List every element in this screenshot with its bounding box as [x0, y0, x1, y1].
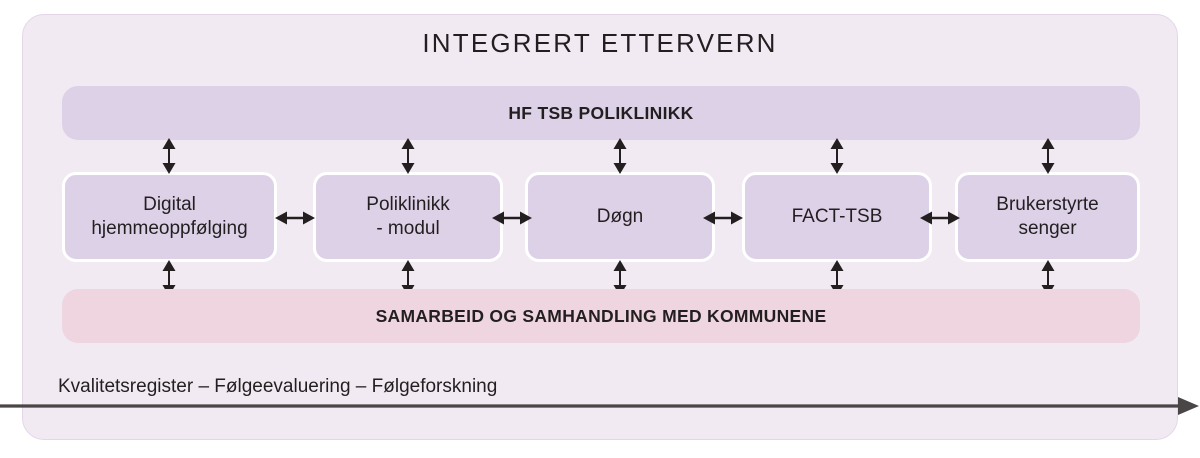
box-label-line2: - modul	[376, 218, 440, 239]
box-label-line1: Poliklinikk	[366, 194, 450, 216]
box-label: Døgn	[597, 205, 643, 229]
box-label: FACT-TSB	[792, 205, 883, 229]
box-label-line1: FACT-TSB	[791, 206, 883, 228]
box-label-line2: senger	[1018, 218, 1077, 239]
box-dogn[interactable]: Døgn	[525, 172, 715, 262]
double-arrow-vertical-icon	[1041, 138, 1055, 174]
double-arrow-vertical-icon	[401, 138, 415, 174]
double-arrow-horizontal-icon	[920, 211, 960, 225]
double-arrow-horizontal-icon	[703, 211, 743, 225]
band-bottom-label: SAMARBEID OG SAMHANDLING MED KOMMUNENE	[375, 305, 827, 326]
box-digital-hjemmeoppfolging[interactable]: Digital hjemmeoppfølging	[62, 172, 277, 262]
double-arrow-horizontal-icon	[275, 211, 315, 225]
box-label-line2: hjemmeoppfølging	[91, 218, 248, 239]
box-label: Poliklinikk - modul	[366, 193, 449, 241]
box-poliklinikk-modul[interactable]: Poliklinikk - modul	[313, 172, 503, 262]
box-label: Brukerstyrte senger	[996, 193, 1098, 241]
band-top-label: HF TSB POLIKLINIKK	[508, 102, 694, 123]
box-label-line1: Brukerstyrte	[996, 194, 1099, 216]
timeline-arrow-icon	[0, 397, 1199, 415]
box-fact-tsb[interactable]: FACT-TSB	[742, 172, 932, 262]
diagram-caption: Kvalitetsregister – Følgeevaluering – Fø…	[58, 376, 498, 397]
band-hf-tsb-poliklinikk: HF TSB POLIKLINIKK	[62, 86, 1140, 140]
box-brukerstyrte-senger[interactable]: Brukerstyrte senger	[955, 172, 1140, 262]
band-samarbeid-kommunene: SAMARBEID OG SAMHANDLING MED KOMMUNENE	[62, 289, 1140, 343]
diagram-title: INTEGRERT ETTERVERN	[422, 28, 778, 58]
double-arrow-vertical-icon	[613, 138, 627, 174]
double-arrow-vertical-icon	[162, 138, 176, 174]
double-arrow-vertical-icon	[830, 138, 844, 174]
box-label: Digital hjemmeoppfølging	[91, 193, 247, 241]
box-label-line1: Døgn	[596, 206, 644, 228]
box-label-line1: Digital	[143, 194, 196, 216]
double-arrow-horizontal-icon	[492, 211, 532, 225]
